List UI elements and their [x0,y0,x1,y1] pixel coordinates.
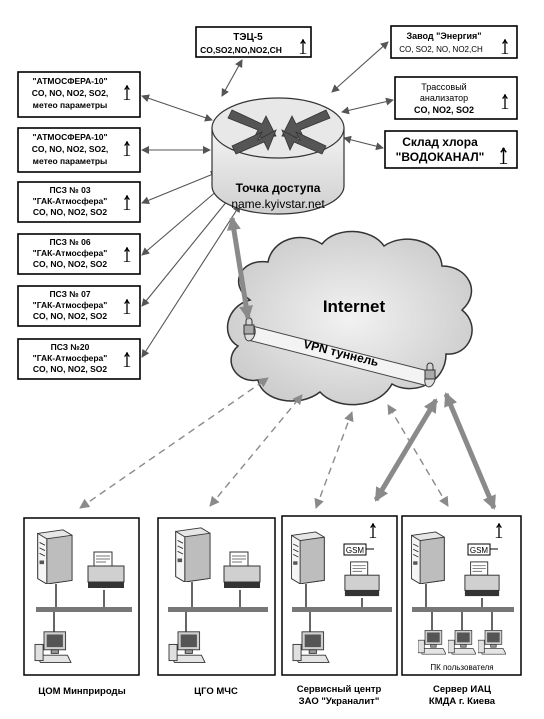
station-box: Трассовый анализатор CO, NO2, SO2 [394,76,518,120]
station-line: "ГАК-Атмосфера" [33,300,108,310]
network-bus [292,607,392,612]
station-line: Завод "Энергия" [406,31,481,41]
right-stations: Завод "Энергия" CO, SO2, NO, NO2,CH Трас… [384,25,518,169]
radio-links [141,41,394,358]
station-box: ПСЗ № 07 "ГАК-Атмосфера" CO, NO, NO2, SO… [17,285,141,327]
server-icon [291,531,325,584]
link-site-4 [387,404,449,507]
station-line: "ВОДОКАНАЛ" [396,150,485,164]
station-line: CO, NO, NO2, SO2, [32,88,109,98]
left-stations: "АТМОСФЕРА-10" CO, NO, NO2, SO2, метео п… [17,71,141,380]
station-line: "АТМОСФЕРА-10" [32,132,107,142]
link-left-1 [141,94,213,122]
station-line: "ГАК-Атмосфера" [33,353,108,363]
station-line: Склад хлора [402,135,478,149]
router-arrows-icon [227,109,331,155]
site-box: GSM [281,515,398,676]
station-name: ТЭЦ-5 [233,32,263,43]
link-gsm-service-center [373,398,439,502]
link-right-1 [331,41,389,93]
site-box [23,517,140,676]
station-params: CO,SO2,NO,NO2,CH [200,45,282,55]
link-site-2 [209,394,303,507]
site-caption: Сервер ИАЦ [433,684,491,695]
access-point-title: Точка доступа [236,181,321,195]
server-icon [175,527,211,582]
site-caption: ЦОМ Минприроды [38,686,125,697]
station-line: ПСЗ № 03 [49,185,90,195]
site-caption: Сервисный центр [297,684,382,695]
station-box-top: ТЭЦ-5 CO,SO2,NO,NO2,CH [195,26,312,58]
link-top-station [221,59,243,97]
station-box: "АТМОСФЕРА-10" CO, NO, NO2, SO2, метео п… [17,127,141,173]
vpn-lock-icon [424,362,436,380]
station-line: "ГАК-Атмосфера" [33,248,108,258]
link-access-point-internet [226,216,254,320]
station-line: Трассовый [421,82,466,92]
link-left-5 [141,194,233,307]
internet-label: Internet [323,297,386,316]
user-pc-label: ПК пользователя [430,663,493,672]
station-line: CO, NO, NO2, SO2 [33,259,107,269]
link-site-1 [79,377,269,509]
server-icon [411,531,445,584]
link-left-6 [141,204,241,358]
access-point-host: name.kyivstar.net [231,197,325,211]
gsm-label: GSM [346,546,365,555]
network-bus [36,607,132,612]
gsm-label: GSM [470,546,489,555]
station-line: ПСЗ № 06 [49,237,90,247]
site-caption: КМДА г. Киева [429,696,496,707]
station-box: "АТМОСФЕРА-10" CO, NO, NO2, SO2, метео п… [17,71,141,118]
server-icon [37,529,73,584]
station-line: CO, NO, NO2, SO2, [32,144,109,154]
station-box: ПСЗ № 06 "ГАК-Атмосфера" CO, NO, NO2, SO… [17,233,141,275]
station-line: метео параметры [33,100,108,110]
station-line: ПСЗ №20 [51,342,90,352]
station-line: "АТМОСФЕРА-10" [32,76,107,86]
access-point: Точка доступа name.kyivstar.net [211,97,345,215]
network-bus [168,607,268,612]
station-box: Склад хлора "ВОДОКАНАЛ" [384,130,518,169]
link-right-2 [341,97,394,115]
station-line: ПСЗ № 07 [49,289,90,299]
station-line: метео параметры [33,156,108,166]
link-left-3 [141,170,219,205]
station-line: "ГАК-Атмосфера" [33,196,108,206]
station-line: CO, NO, NO2, SO2 [33,207,107,217]
site-box [157,517,276,676]
site-caption: ЗАО "Украналит" [299,696,380,707]
network-bus [412,607,514,612]
station-box: ПСЗ №20 "ГАК-Атмосфера" CO, NO, NO2, SO2 [17,338,141,380]
station-line: CO, SO2, NO, NO2,CH [399,45,483,54]
station-box: ПСЗ № 03 "ГАК-Атмосфера" CO, NO, NO2, SO… [17,181,141,223]
station-box: Завод "Энергия" CO, SO2, NO, NO2,CH [390,25,518,59]
link-right-3 [343,135,384,151]
link-site-3 [314,411,354,509]
link-gsm-iac [443,392,497,510]
site-caption: ЦГО МЧС [194,686,238,697]
station-line: анализатор [420,93,468,103]
station-line: CO, NO2, SO2 [414,105,474,115]
site-links [79,377,449,509]
site-box: GSM ПК пользователя [401,515,522,676]
station-line: CO, NO, NO2, SO2 [33,311,107,321]
station-line: CO, NO, NO2, SO2 [33,364,107,374]
